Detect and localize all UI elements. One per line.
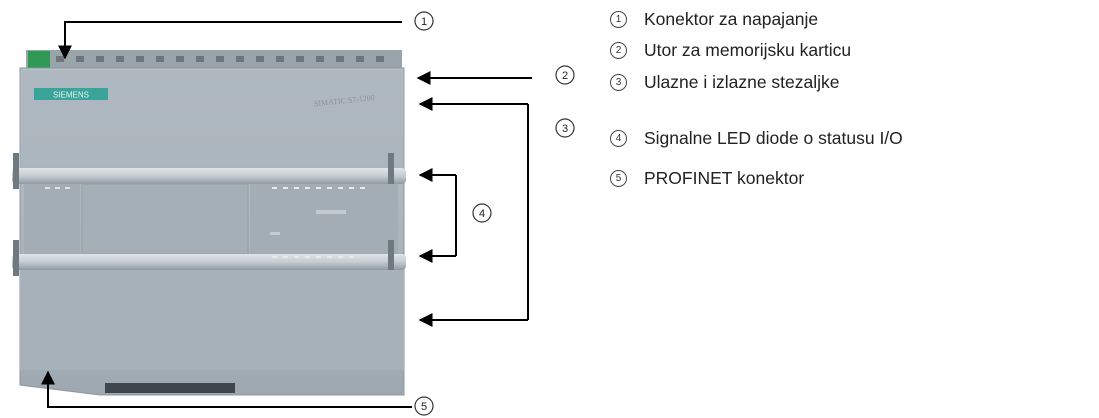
upper-door-strip (12, 168, 406, 184)
center-panel (81, 183, 249, 255)
status-leds (45, 187, 70, 189)
legend-label: Ulazne i izlazne stezaljke (644, 72, 840, 92)
legend-number: 5 (610, 170, 627, 187)
legend-item-memory-card-slot: 2 Utor za memorijsku karticu (610, 40, 851, 61)
brand-label: SIEMENS (53, 91, 89, 100)
legend-item-profinet-connector: 5 PROFINET konektor (610, 168, 804, 189)
callout-3: 3 (555, 118, 575, 138)
legend-item-status-leds: 4 Signalne LED diode o statusu I/O (610, 128, 903, 149)
io-status-leds-upper (272, 187, 365, 189)
left-clip-upper (13, 153, 19, 189)
legend-label: PROFINET konektor (644, 168, 805, 188)
top-cover (20, 70, 404, 175)
svg-text:1: 1 (421, 16, 427, 28)
callout-1: 1 (414, 11, 434, 31)
legend-label: Utor za memorijsku karticu (644, 40, 852, 60)
legend-number: 2 (610, 42, 627, 59)
legend-item-power-connector: 1 Konektor za napajanje (610, 9, 818, 30)
io-status-leds-lower (272, 256, 354, 258)
power-connector-terminal (28, 51, 50, 69)
svg-text:4: 4 (479, 208, 485, 220)
left-led-panel (24, 184, 80, 254)
lower-door-strip (12, 254, 406, 270)
right-clip-upper (388, 153, 394, 189)
io-labels (270, 210, 346, 235)
legend-label: Konektor za napajanje (644, 9, 819, 29)
legend-number: 1 (610, 11, 627, 28)
legend-number: 4 (610, 130, 627, 147)
callout-5: 5 (414, 396, 434, 416)
lower-terminal-area (20, 270, 404, 370)
top-terminal-screws (56, 56, 384, 62)
legend-item-io-terminals: 3 Ulazne i izlazne stezaljke (610, 72, 840, 93)
right-led-panel (250, 184, 398, 254)
svg-text:2: 2 (562, 70, 568, 82)
svg-text:5: 5 (421, 401, 427, 413)
top-terminal-block (26, 50, 402, 72)
left-clip-lower (13, 240, 19, 276)
legend: 1 Konektor za napajanje 2 Utor za memori… (610, 0, 1090, 300)
callout-arrows (41, 21, 532, 408)
plc-device: SIEMENS SIMATIC S7-1200 (12, 50, 406, 396)
arrow-5 (41, 370, 412, 408)
profinet-port (105, 383, 235, 393)
legend-number: 3 (610, 74, 627, 91)
brand-tag (34, 88, 108, 100)
svg-text:3: 3 (562, 123, 568, 135)
legend-label: Signalne LED diode o statusu I/O (644, 128, 903, 148)
callout-labels: 1 2 3 4 5 (414, 11, 575, 416)
right-clip-lower (388, 240, 394, 276)
arrow-1 (58, 21, 402, 60)
callout-4: 4 (472, 203, 492, 223)
callout-2: 2 (555, 65, 575, 85)
